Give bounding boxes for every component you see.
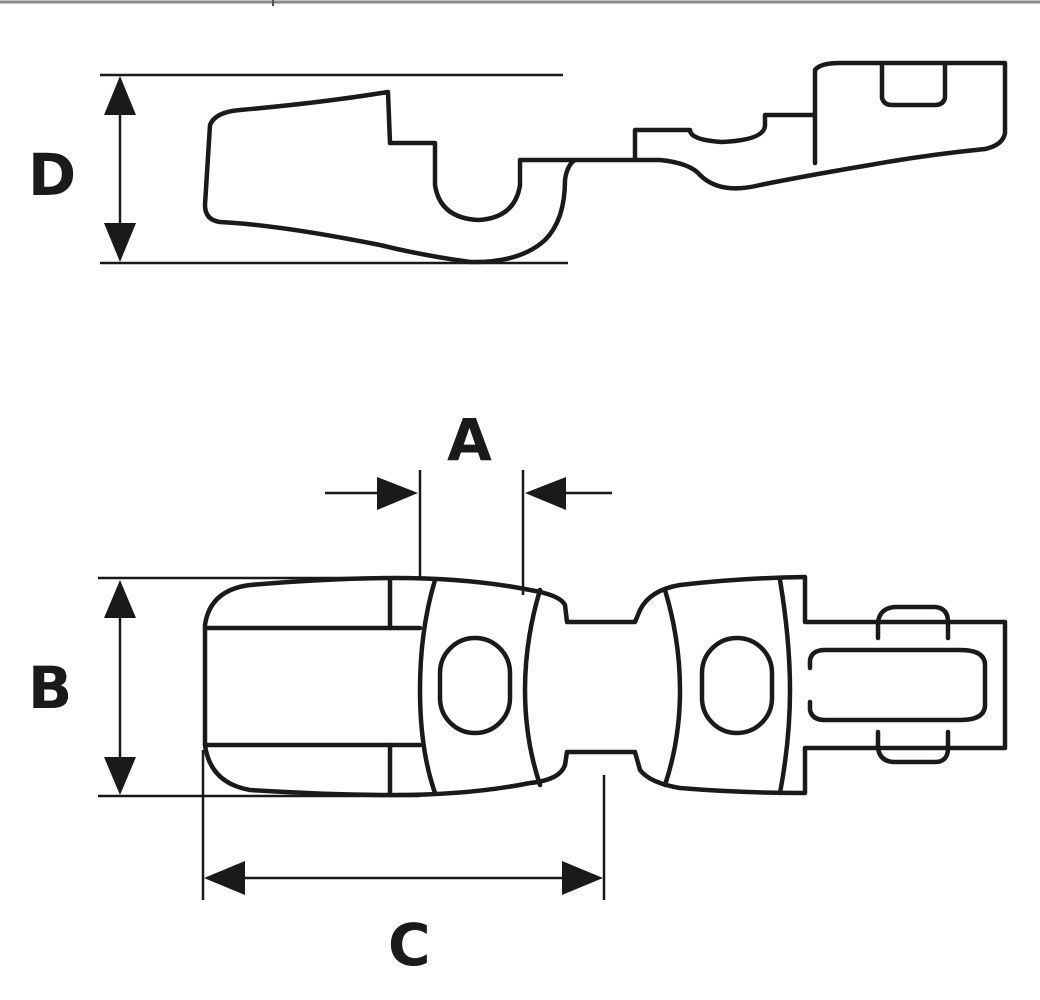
side-view <box>202 60 1008 265</box>
top-view <box>202 574 1008 798</box>
label-c: C <box>388 911 431 979</box>
label-b: B <box>28 654 72 722</box>
dimension-c: C <box>201 750 606 979</box>
dimension-a: A <box>325 406 612 595</box>
dimension-d: D <box>28 73 568 265</box>
label-d: D <box>28 141 76 209</box>
label-a: A <box>447 406 492 474</box>
dimension-b: B <box>28 576 420 798</box>
